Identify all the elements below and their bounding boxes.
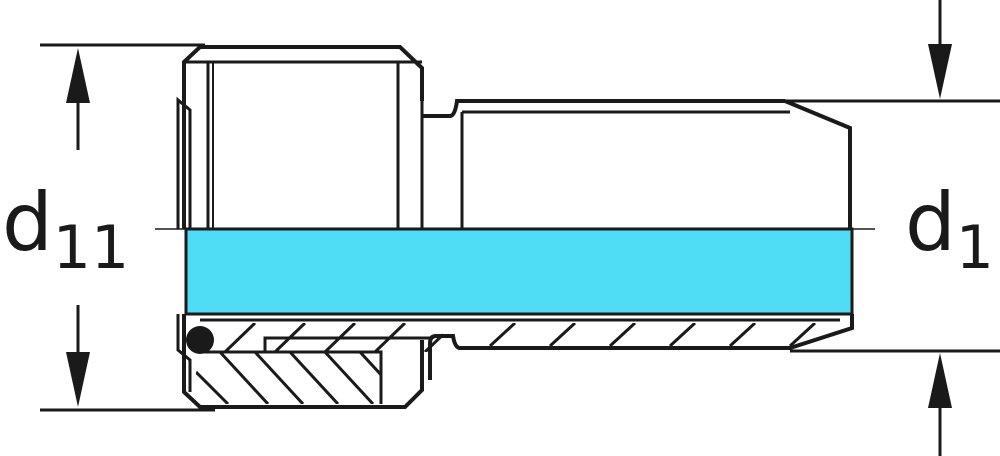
tube-end-upper — [784, 99, 852, 229]
dimension-d1: d1 — [765, 0, 1000, 456]
groove-upper — [422, 99, 785, 118]
tube-lower-outline — [428, 314, 854, 380]
d11-label-main: d — [2, 176, 53, 269]
nut-lower-inner — [196, 350, 383, 404]
d1-label: d1 — [905, 176, 994, 283]
nut-left-chamfer — [176, 96, 192, 229]
d1-arrowhead-top — [928, 44, 952, 99]
nut-lower-outline — [182, 314, 424, 409]
d1-label-subscript: 1 — [956, 213, 994, 283]
d1-label-main: d — [905, 176, 956, 269]
d11-arrowhead-top — [66, 48, 90, 103]
d11-label-subscript: 11 — [53, 213, 129, 283]
nut-lower-chamfer — [176, 314, 192, 392]
d11-arrowhead-bottom — [66, 352, 90, 407]
hatch-wall-right — [488, 323, 817, 346]
o-ring-seal — [186, 326, 214, 354]
nut-lower-thread — [263, 336, 430, 352]
fitting-lower-section — [176, 314, 854, 409]
nut-upper-outline — [182, 45, 424, 229]
hatch-nut — [196, 352, 381, 404]
dimension-d11: d11 — [2, 43, 215, 412]
d1-arrowhead-bottom — [928, 353, 952, 408]
fitting-upper-body — [176, 45, 852, 229]
lower-outlines — [176, 314, 854, 409]
bore-channel — [184, 227, 854, 316]
d11-label: d11 — [2, 176, 129, 283]
